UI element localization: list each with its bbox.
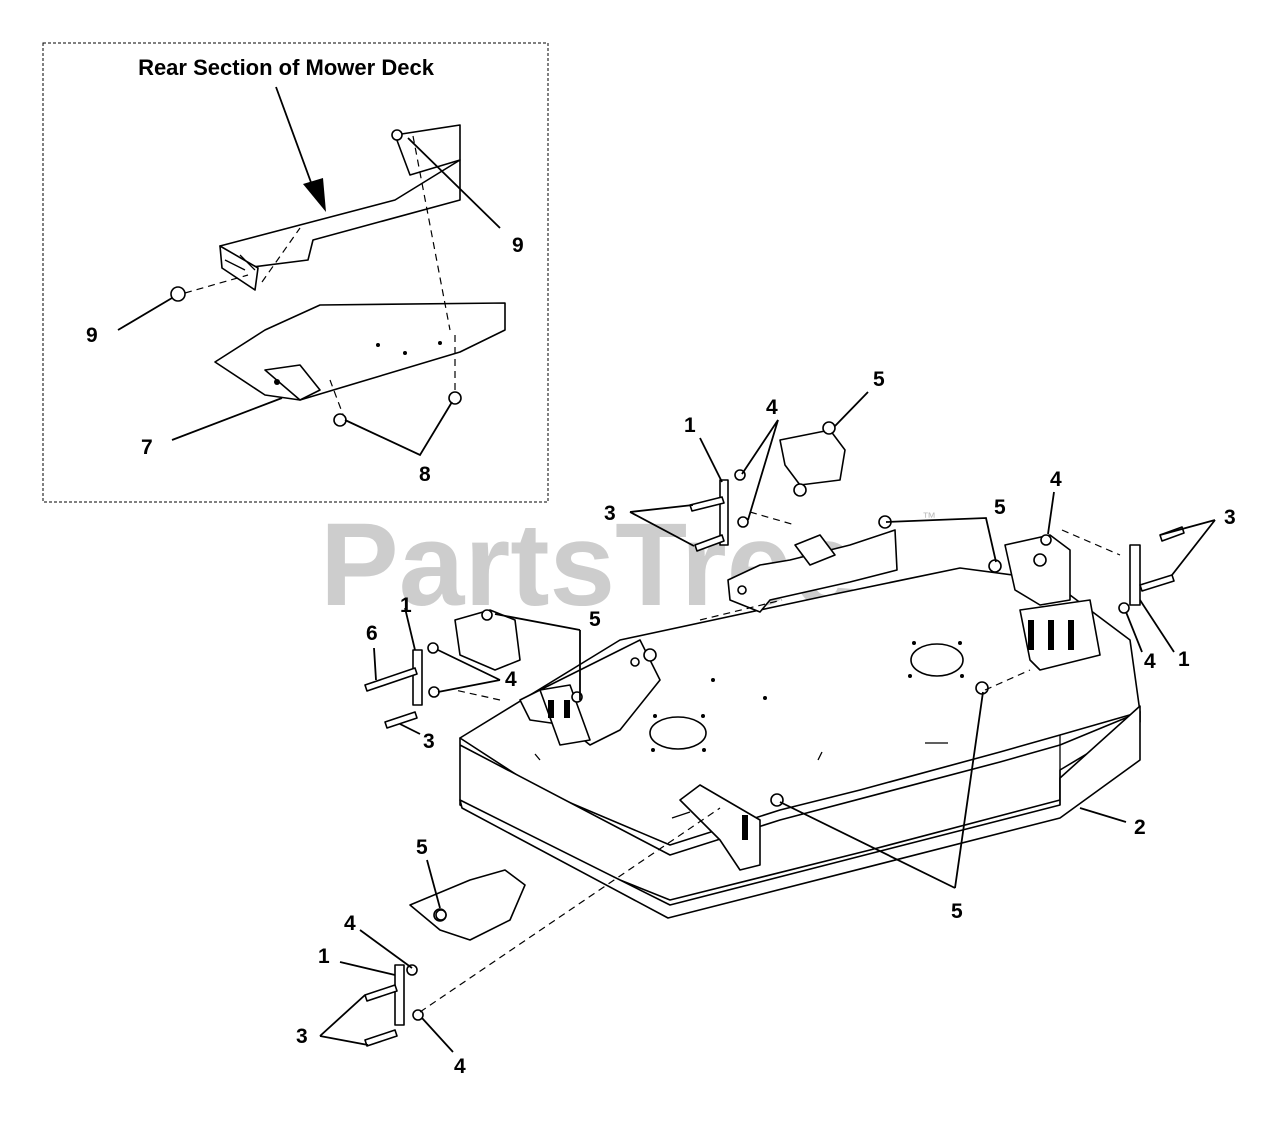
callout-3: 3 xyxy=(423,730,435,753)
right-rear-bracket xyxy=(1019,599,1101,671)
leader-7 xyxy=(171,397,283,441)
left-hanger xyxy=(454,609,521,671)
callout-1: 1 xyxy=(318,945,330,968)
callout-6: 6 xyxy=(366,622,378,645)
callout-5: 5 xyxy=(951,900,963,923)
leader-9b xyxy=(117,297,173,331)
top-hanger xyxy=(779,429,846,486)
inset-rear-section: Rear Section of Mower Deck xyxy=(42,42,549,503)
inset-title: Rear Section of Mower Deck xyxy=(138,55,435,80)
callout-7: 7 xyxy=(141,436,153,459)
callout-4: 4 xyxy=(505,668,517,691)
callout-4: 4 xyxy=(1144,650,1156,673)
deck-plate xyxy=(459,567,1141,846)
callout-1: 1 xyxy=(400,594,412,617)
callout-5: 5 xyxy=(416,836,428,859)
callout-4: 4 xyxy=(1050,468,1062,491)
callout-1: 1 xyxy=(684,414,696,437)
chains xyxy=(394,479,1141,1026)
callout-labels: 9 9 7 8 1 4 5 3 5 4 3 1 4 1 6 5 4 3 2 5 … xyxy=(86,234,1236,1078)
leader-lines xyxy=(319,391,1216,1053)
spindle-hole-right xyxy=(910,643,964,677)
front-hanger xyxy=(409,869,526,941)
spindle-hole-left xyxy=(649,716,707,750)
left-front-bracket xyxy=(679,784,761,871)
callout-5: 5 xyxy=(873,368,885,391)
inset-arrow-head xyxy=(303,178,326,212)
watermark-trademark: ™ xyxy=(922,509,936,525)
assembly-lines xyxy=(419,511,1121,1013)
leader-8 xyxy=(344,401,453,457)
inset-arrow-shaft xyxy=(275,86,317,197)
callout-9: 9 xyxy=(512,234,524,257)
callout-3: 3 xyxy=(296,1025,308,1048)
callout-4: 4 xyxy=(454,1055,466,1078)
callout-8: 8 xyxy=(419,463,431,486)
callout-5: 5 xyxy=(994,496,1006,519)
inset-frame xyxy=(42,42,549,503)
callout-1: 1 xyxy=(1178,648,1190,671)
nuts xyxy=(406,421,1130,1021)
callout-4: 4 xyxy=(766,396,778,419)
rear-bracket-drawing xyxy=(170,124,506,427)
leader-9a xyxy=(407,137,501,229)
callout-3: 3 xyxy=(1224,506,1236,529)
callout-3: 3 xyxy=(604,502,616,525)
mower-deck xyxy=(364,421,1185,1047)
callout-9: 9 xyxy=(86,324,98,347)
right-hanger xyxy=(1004,534,1071,606)
callout-2: 2 xyxy=(1134,816,1146,839)
front-baffle xyxy=(459,705,1141,919)
callout-4: 4 xyxy=(344,912,356,935)
callout-5: 5 xyxy=(589,608,601,631)
